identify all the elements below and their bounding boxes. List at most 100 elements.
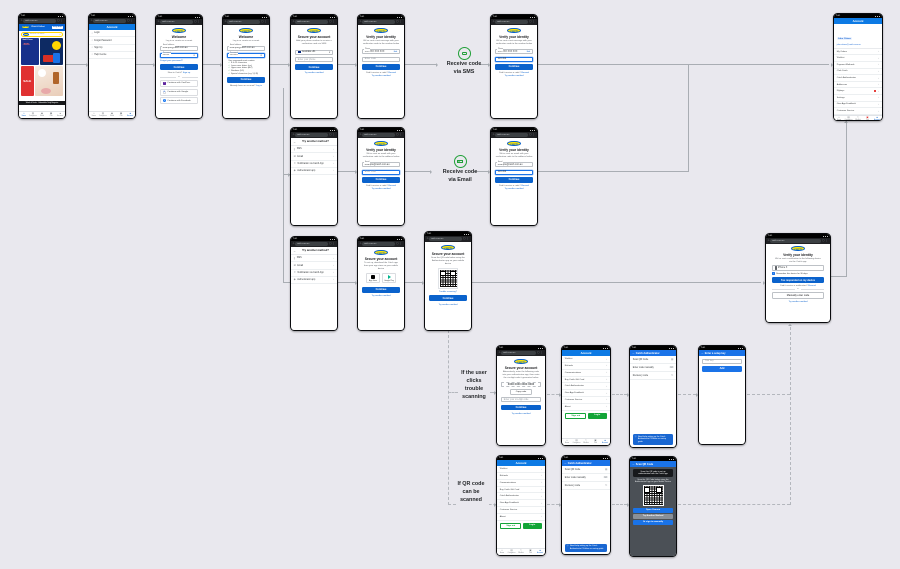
app-row-feedback[interactable]: Give App Feedback› (497, 500, 545, 507)
url-bar[interactable]: catch.com.au (501, 351, 537, 356)
sign-out-button[interactable]: Sign out (500, 522, 522, 530)
method-sms[interactable]: ▯SMS› (291, 255, 337, 263)
nav-home[interactable]: ⌂Home (834, 116, 843, 120)
browser-menu-icon[interactable]: ⋮ (825, 239, 829, 242)
nav-home[interactable]: ⌂Home (89, 112, 98, 118)
promo-tile-sale[interactable]: SALE (21, 65, 34, 96)
continue-button[interactable]: Continue (362, 287, 400, 293)
browser-home-icon[interactable]: ⌂ (359, 242, 362, 245)
back-icon[interactable]: ← (632, 351, 636, 356)
nav-cart[interactable]: ▣Cart (863, 116, 872, 120)
nav-categories[interactable]: ▤Categories (844, 116, 853, 120)
phone-input[interactable]: Enter your phone (295, 57, 333, 62)
url-bar[interactable]: catch.com.au (770, 239, 822, 244)
browser-menu-icon[interactable]: ⋮ (60, 19, 64, 22)
code-input[interactable]: Enter code (362, 169, 400, 175)
try-another-method-link[interactable]: Try another method (504, 188, 524, 191)
method-sms[interactable]: ▯SMS› (291, 146, 337, 154)
account-row-my-orders[interactable]: My Orders› (834, 49, 882, 56)
forgot-password-link[interactable]: Forgot your password? (160, 59, 183, 62)
nav-account[interactable]: ●Account (872, 116, 881, 120)
continue-button[interactable]: Continue (295, 64, 333, 70)
try-another-method-link[interactable]: Try another method (504, 75, 524, 78)
url-bar[interactable]: catch.com.au (93, 19, 127, 24)
browser-menu-icon[interactable]: ⋮ (532, 20, 536, 23)
resend-link[interactable]: Resend (521, 184, 529, 187)
password-field[interactable]: Password••••••••••⊙ (227, 52, 265, 58)
app-row-about[interactable]: About› (562, 404, 610, 411)
url-bar[interactable]: catch.com.au (362, 242, 396, 247)
app-row-refunds[interactable]: Refunds› (497, 473, 545, 480)
browser-tabs-icon[interactable]: ▢ (537, 351, 540, 354)
browser-tabs-icon[interactable]: ▢ (822, 239, 825, 242)
browser-tabs-icon[interactable]: ▢ (396, 20, 399, 23)
code-input[interactable]: Enter your six-digit code (501, 397, 541, 403)
app-row-wishlist[interactable]: Wishlist› (497, 466, 545, 474)
url-bar[interactable]: catch.com.au (227, 20, 261, 25)
nav-account[interactable]: ●Account (600, 439, 609, 445)
browser-home-icon[interactable]: ⌂ (359, 133, 362, 136)
nav-cart[interactable]: ▣Cart (526, 549, 535, 555)
try-another-method-link[interactable]: Try another method (438, 303, 458, 306)
resend-link[interactable]: Resend (388, 184, 396, 187)
app-row-catch-authenticator[interactable]: Catch Authenticator› (497, 493, 545, 501)
continue-button[interactable]: Continue (501, 404, 541, 411)
promo-tile-product[interactable] (40, 37, 63, 65)
nav-wishlist[interactable]: ♡Wishlist (581, 439, 590, 445)
try-another-method-link[interactable]: Try another method (371, 295, 391, 298)
continue-button[interactable]: Continue (362, 176, 400, 183)
login-button[interactable]: Login (587, 412, 607, 420)
back-icon[interactable]: ← (293, 139, 297, 144)
auth-row-scan-qr[interactable]: Scan QR Code▦ (630, 356, 676, 365)
nav-deals[interactable]: ◉Deals (37, 112, 46, 118)
browser-tabs-icon[interactable]: ▢ (127, 19, 130, 22)
browser-tabs-icon[interactable]: ▢ (396, 242, 399, 245)
browser-menu-icon[interactable]: ⋮ (399, 20, 403, 23)
nav-categories[interactable]: ▤Categories (28, 112, 37, 118)
continue-button[interactable]: Continue (495, 176, 533, 183)
browser-home-icon[interactable]: ⌂ (157, 20, 160, 23)
try-another-method-link[interactable]: Try another method (788, 301, 808, 304)
nav-account[interactable]: ●Account (56, 112, 65, 118)
browser-tabs-icon[interactable]: ▢ (329, 133, 332, 136)
browser-home-icon[interactable]: ⌂ (90, 19, 93, 22)
browser-home-icon[interactable]: ⌂ (426, 237, 429, 240)
account-row-wishlist[interactable]: Wishlist› (834, 55, 882, 63)
browser-home-icon[interactable]: ⌂ (359, 20, 362, 23)
promo-tile-half-price[interactable]: Half Price -50% (21, 37, 40, 65)
browser-home-icon[interactable]: ⌂ (498, 351, 501, 354)
continue-button[interactable]: Continue (160, 64, 198, 70)
nav-home[interactable]: ⌂Home (19, 112, 28, 118)
try-another-method-link[interactable]: Try another method (371, 188, 391, 191)
url-bar[interactable]: catch.com.au (295, 242, 329, 247)
profile-email-link[interactable]: john.citizen@catch.com.au (836, 44, 861, 47)
nav-categories[interactable]: ▤Categories (507, 549, 516, 555)
manually-enter-code-button[interactable]: Manually enter code (772, 291, 824, 300)
browser-menu-icon[interactable]: ⋮ (399, 242, 403, 245)
continue-button[interactable]: Continue (429, 295, 467, 302)
auth-row-enter-code[interactable]: Enter code manually⌨ (630, 364, 676, 373)
eye-icon[interactable]: ⊙ (260, 53, 263, 57)
browser-home-icon[interactable]: ⌂ (492, 133, 495, 136)
resend-link[interactable]: Resend (521, 71, 529, 74)
url-bar[interactable]: catch.com.au (495, 20, 529, 25)
nav-cart[interactable]: ▣Cart (117, 112, 126, 118)
app-row-gift-card[interactable]: Buy Catch Gift Card› (562, 377, 610, 384)
back-icon[interactable]: ← (564, 461, 568, 466)
search-bar[interactable]: catch Search for items ⌕ (21, 31, 63, 37)
add-button[interactable]: Add (702, 365, 742, 372)
login-button[interactable]: Login (522, 522, 542, 530)
account-row-forgot-password[interactable]: ▫Forgot Password (89, 37, 135, 45)
method-authenticator[interactable]: ◈Authenticator app› (291, 277, 337, 285)
app-row-catch-authenticator[interactable]: Catch Authenticator› (562, 383, 610, 391)
browser-tabs-icon[interactable]: ▢ (194, 20, 197, 23)
edit-link[interactable]: Edit (393, 50, 398, 53)
browser-tabs-icon[interactable]: ▢ (529, 133, 532, 136)
url-bar[interactable]: catch.com.au (295, 133, 329, 138)
try-another-method-link[interactable]: Try another method (371, 75, 391, 78)
browser-tabs-icon[interactable]: ▢ (463, 237, 466, 240)
search-icon[interactable]: ⌕ (59, 32, 61, 36)
account-row-addresses[interactable]: Addresses› (834, 82, 882, 89)
browser-menu-icon[interactable]: ⋮ (532, 133, 536, 136)
